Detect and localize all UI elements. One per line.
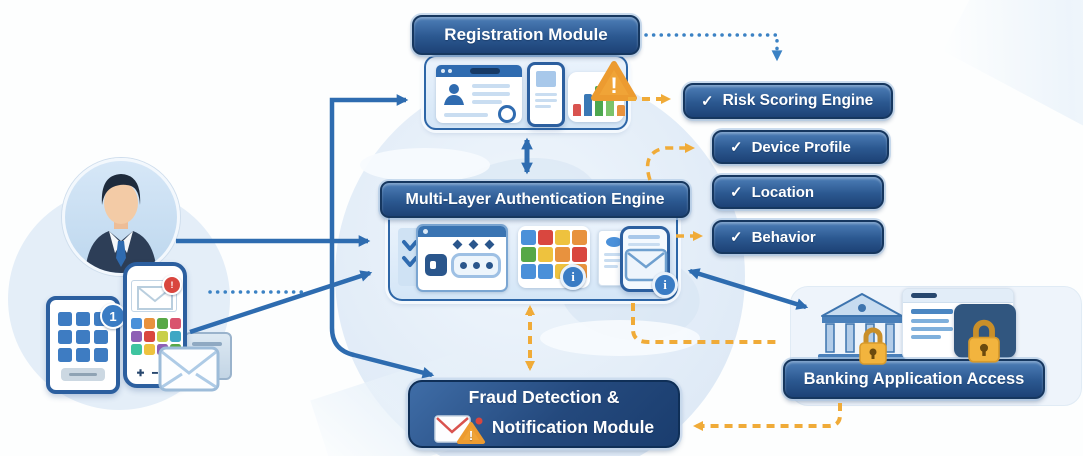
device-profile-node: ✓ Device Profile xyxy=(712,130,889,164)
auth-engine-label: Multi-Layer Authentication Engine xyxy=(405,190,665,208)
fraud-module-label-line2: Notification Module xyxy=(491,417,655,437)
info-badge: i xyxy=(652,272,678,298)
banking-access-node: Banking Application Access xyxy=(783,359,1045,399)
person-icon xyxy=(444,84,464,105)
warning-glyph: ! xyxy=(469,428,473,443)
auth-engine-header: Multi-Layer Authentication Engine xyxy=(380,181,690,218)
fraud-module-node: Fraud Detection & ! Notification Module xyxy=(408,380,680,448)
risk-scoring-engine-node: ✓ Risk Scoring Engine xyxy=(683,83,893,119)
device-profile-label: Device Profile xyxy=(751,138,851,156)
info-glyph: i xyxy=(663,277,667,292)
password-field-icon xyxy=(451,253,501,278)
registration-module-label: Registration Module xyxy=(444,25,608,44)
tablet-slot xyxy=(61,368,105,381)
warning-icon: ! xyxy=(591,61,637,101)
password-login-icon xyxy=(416,224,508,292)
location-node: ✓ Location xyxy=(712,175,884,209)
tablet-keypad-icon: 1 xyxy=(46,296,126,394)
banking-access-label: Banking Application Access xyxy=(803,369,1025,388)
check-icon: ✓ xyxy=(730,184,743,201)
registration-module-node: Registration Module xyxy=(412,15,640,55)
badge-count-text: 1 xyxy=(109,308,117,324)
fraud-module-label-line1: Fraud Detection & xyxy=(468,386,620,407)
person-icon xyxy=(85,174,157,273)
envelope-icon xyxy=(158,346,220,392)
info-glyph: i xyxy=(571,269,575,284)
password-asterisks xyxy=(452,239,495,250)
mail-preview: ! xyxy=(131,275,182,312)
profile-form-icon xyxy=(436,65,522,123)
registration-module-card: ! xyxy=(424,55,637,130)
fraud-mail-warning-icon: ! xyxy=(434,414,485,444)
location-label: Location xyxy=(751,183,815,201)
padlock-icon xyxy=(859,327,887,365)
cloud-shape xyxy=(540,320,700,356)
phone-icon xyxy=(527,62,565,127)
warning-glyph: ! xyxy=(610,73,617,98)
auth-engine-body: i i xyxy=(388,218,678,301)
check-icon: ✓ xyxy=(730,229,743,246)
behavior-node: ✓ Behavior xyxy=(712,220,884,254)
arrow-banking-to-fraud xyxy=(693,403,842,431)
info-badge: i xyxy=(560,264,586,290)
badge-alert-text: ! xyxy=(170,280,174,290)
background-streak xyxy=(942,0,1083,155)
check-icon: ✓ xyxy=(701,93,714,110)
keypad-grid xyxy=(58,312,108,362)
user-avatar xyxy=(62,158,180,276)
behavior-label: Behavior xyxy=(751,228,816,246)
envelope-icon xyxy=(624,248,668,282)
check-icon: ✓ xyxy=(730,139,743,156)
arrow-registration-to-risk-dotted xyxy=(644,33,783,62)
mail-alert-badge: ! xyxy=(162,275,182,295)
cloud-shape xyxy=(360,148,490,182)
target-ring-icon xyxy=(498,105,516,123)
padlock-icon xyxy=(968,319,1000,363)
risk-scoring-engine-label: Risk Scoring Engine xyxy=(722,92,874,109)
lock-key-icon xyxy=(425,254,447,276)
